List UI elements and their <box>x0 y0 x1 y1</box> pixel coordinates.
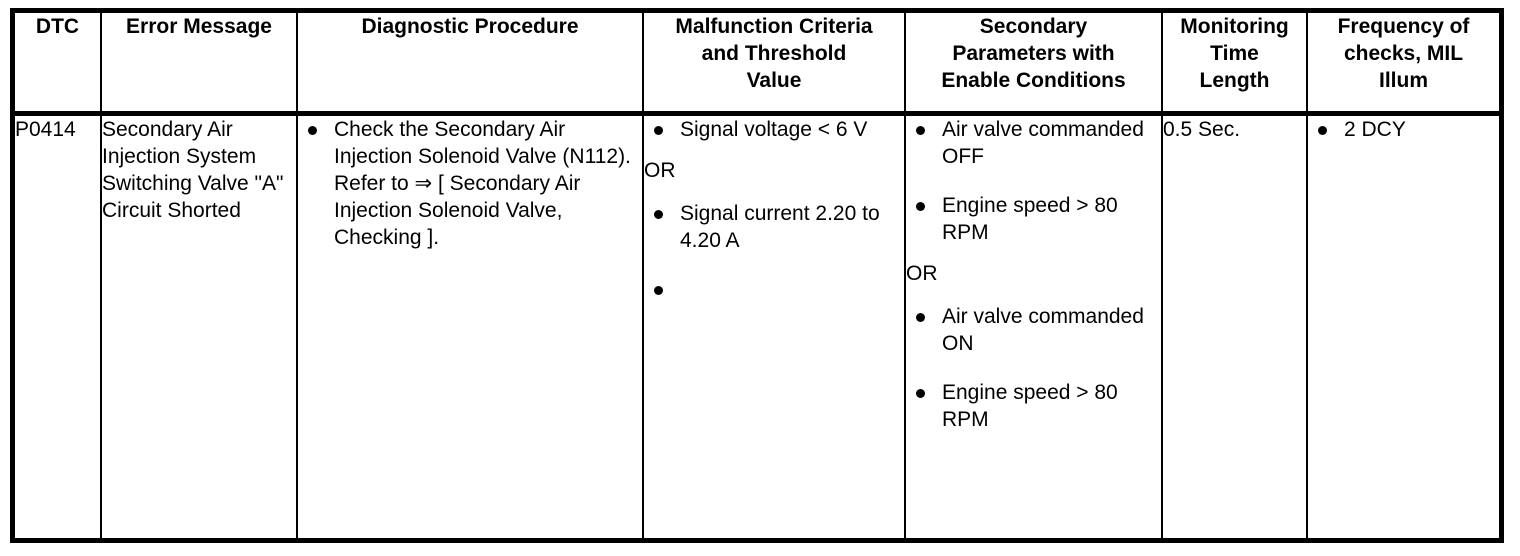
column-header-frequency-mil-line3: Illum <box>1378 69 1428 92</box>
malfunction-criteria-item: Signal current 2.20 to 4.20 A <box>680 201 880 252</box>
bullet-icon <box>654 209 663 219</box>
dtc-table-container: DTC Error Message Diagnostic Procedure M… <box>10 8 1504 543</box>
list-item: Signal voltage < 6 V <box>644 116 904 143</box>
secondary-parameter-item: Air valve commanded ON <box>942 304 1144 355</box>
error-message-value: Secondary Air Injection System Switching… <box>102 117 284 222</box>
column-header-secondary-parameters-line1: Secondary <box>979 15 1088 38</box>
secondary-parameters-group2: Air valve commanded ON Engine speed > 80… <box>906 303 1161 433</box>
table-row: P0414 Secondary Air Injection System Swi… <box>15 113 1499 538</box>
secondary-parameter-item: Engine speed > 80 RPM <box>942 380 1118 431</box>
monitoring-time-value: 0.5 Sec. <box>1163 117 1241 141</box>
column-header-dtc-label: DTC <box>35 15 80 38</box>
list-item: 2 DCY <box>1308 116 1499 143</box>
cell-frequency-mil: 2 DCY <box>1306 113 1499 538</box>
column-header-secondary-parameters-line3: Enable Conditions <box>941 69 1126 92</box>
malfunction-criteria-operator: OR <box>644 158 676 182</box>
column-header-monitoring-time-line2: Time <box>1210 42 1259 65</box>
column-header-malfunction-criteria: Malfunction Criteria and Threshold Value <box>642 13 906 116</box>
cell-monitoring-time: 0.5 Sec. <box>1161 113 1308 538</box>
column-header-frequency-mil-line2: checks, MIL <box>1343 42 1464 65</box>
list-item: Check the Secondary Air Injection Soleno… <box>298 116 642 251</box>
column-header-malfunction-criteria-line2: and Threshold <box>701 42 847 65</box>
column-header-frequency-mil: Frequency of checks, MIL Illum <box>1306 13 1499 116</box>
column-header-malfunction-criteria-line1: Malfunction Criteria <box>675 15 873 38</box>
column-header-diagnostic-procedure: Diagnostic Procedure <box>296 13 644 116</box>
dtc-table: DTC Error Message Diagnostic Procedure M… <box>15 13 1499 538</box>
cell-error-message: Secondary Air Injection System Switching… <box>100 113 298 538</box>
frequency-mil-value: 2 DCY <box>1344 117 1406 141</box>
bullet-icon <box>916 125 925 135</box>
column-header-monitoring-time-line3: Length <box>1199 69 1270 92</box>
malfunction-criteria-group2: Signal current 2.20 to 4.20 A <box>644 200 904 295</box>
column-header-secondary-parameters: Secondary Parameters with Enable Conditi… <box>904 13 1163 116</box>
secondary-parameters-operator: OR <box>906 261 938 285</box>
bullet-icon <box>916 312 925 322</box>
cell-secondary-parameters: Air valve commanded OFF Engine speed > 8… <box>904 113 1163 538</box>
header-row: DTC Error Message Diagnostic Procedure M… <box>15 13 1499 116</box>
list-item: Air valve commanded ON <box>906 303 1161 357</box>
column-header-diagnostic-procedure-label: Diagnostic Procedure <box>361 15 579 38</box>
diagnostic-procedure-text: Check the Secondary Air Injection Soleno… <box>334 117 631 249</box>
column-header-error-message-label: Error Message <box>126 15 272 38</box>
secondary-parameter-item: Engine speed > 80 RPM <box>942 193 1118 244</box>
malfunction-criteria-item: Signal voltage < 6 V <box>680 117 868 141</box>
column-header-frequency-mil-line1: Frequency of <box>1337 15 1470 38</box>
bullet-icon <box>308 125 317 135</box>
column-header-monitoring-time-line1: Monitoring <box>1180 15 1289 38</box>
secondary-parameters-group1: Air valve commanded OFF Engine speed > 8… <box>906 116 1161 246</box>
list-item: Signal current 2.20 to 4.20 A <box>644 200 904 254</box>
list-item: Engine speed > 80 RPM <box>906 192 1161 246</box>
cell-malfunction-criteria: Signal voltage < 6 V OR Signal current 2… <box>642 113 906 538</box>
dtc-value: P0414 <box>15 117 76 141</box>
cell-dtc: P0414 <box>15 113 102 538</box>
column-header-malfunction-criteria-line3: Value <box>746 69 802 92</box>
table-header: DTC Error Message Diagnostic Procedure M… <box>15 13 1499 116</box>
column-header-secondary-parameters-line2: Parameters with <box>952 42 1115 65</box>
bullet-icon <box>916 388 925 398</box>
bullet-icon <box>654 125 663 135</box>
table-body: P0414 Secondary Air Injection System Swi… <box>15 113 1499 538</box>
cell-diagnostic-procedure: Check the Secondary Air Injection Soleno… <box>296 113 644 538</box>
list-item: Air valve commanded OFF <box>906 116 1161 170</box>
column-header-monitoring-time: Monitoring Time Length <box>1161 13 1308 116</box>
column-header-dtc: DTC <box>15 13 102 116</box>
secondary-parameter-item: Air valve commanded OFF <box>942 117 1144 168</box>
bullet-icon <box>1318 125 1327 135</box>
malfunction-criteria-group1: Signal voltage < 6 V <box>644 116 904 143</box>
diagnostic-procedure-list: Check the Secondary Air Injection Soleno… <box>298 116 642 251</box>
frequency-mil-list: 2 DCY <box>1308 116 1499 143</box>
bullet-icon <box>654 285 663 295</box>
column-header-error-message: Error Message <box>100 13 298 116</box>
list-item: Engine speed > 80 RPM <box>906 379 1161 433</box>
bullet-icon <box>916 201 925 211</box>
